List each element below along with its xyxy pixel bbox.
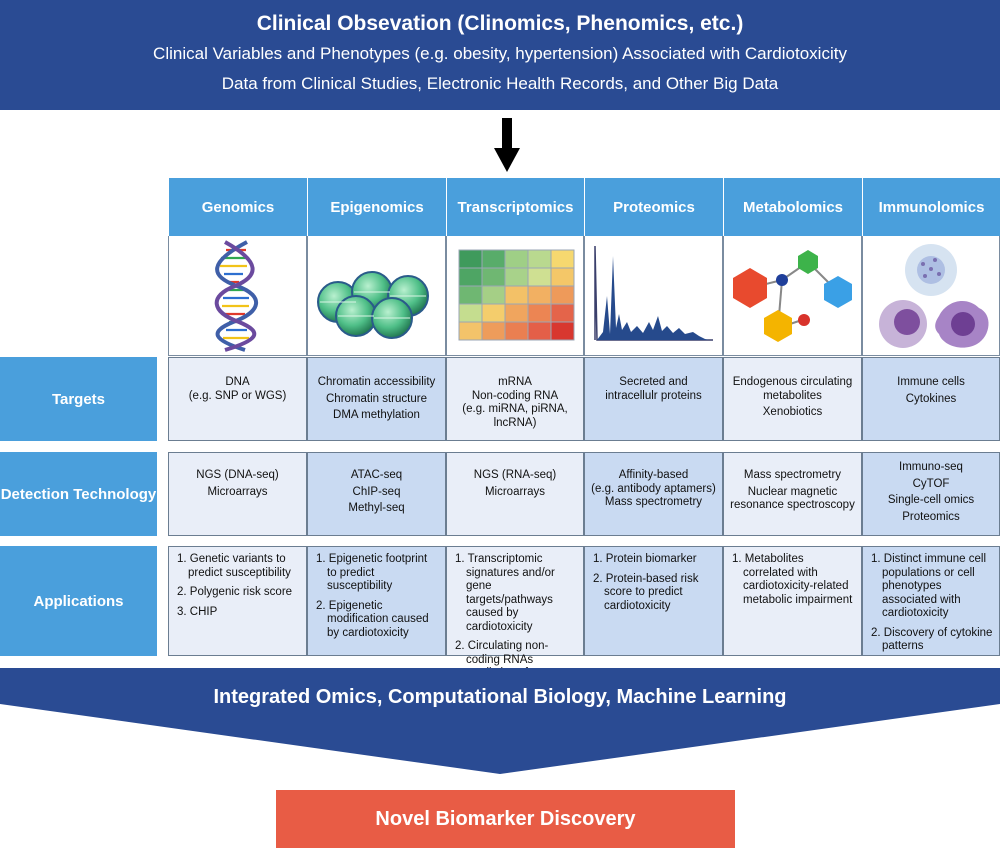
list-item: 2. Epigenetic modification caused by car… [316,599,429,639]
list-item: 1. Genetic variants to predict susceptib… [177,553,291,579]
down-arrow-icon [494,118,520,172]
cell-text: Methyl-seq [348,502,405,514]
applications-proteomics-cell: 1. Protein biomarker 2. Protein-based ri… [584,546,723,656]
cell-text: resonance spectroscopy [730,499,855,511]
applications-metabolomics-cell: 1. Metabolites correlated with cardiotox… [723,546,862,656]
heatmap-icon [458,249,575,341]
cell-text: (e.g. miRNA, piRNA, [462,403,568,415]
column-header-immunolomics: Immunolomics [862,178,1000,236]
clinical-observation-banner: Clinical Obsevation (Clinomics, Phenomic… [0,0,1000,110]
metabolite-network-illustration [723,236,862,356]
list-item: 1. Metabolites correlated with cardiotox… [732,553,853,606]
cell-text: Microarrays [484,485,546,498]
integration-chevron [0,668,1000,774]
column-header-genomics: Genomics [168,178,307,236]
immune-cells-illustration [862,236,1000,356]
cell-text: Microarrays [207,485,268,498]
row-label-targets: Targets [0,357,157,441]
row-label-applications: Applications [0,546,157,656]
list-item: 2. Protein-based risk score to predict c… [593,572,699,612]
cell-text: (e.g. antibody aptamers) [591,482,716,495]
cell-text: Single-cell omics [887,494,975,506]
list-item: 2. Polygenic risk score [177,586,293,598]
cell-text: Nuclear magnetic [747,485,838,498]
cell-text: Cytokines [905,392,957,405]
targets-genomics-cell: DNA (e.g. SNP or WGS) [168,357,307,441]
applications-genomics-cell: 1. Genetic variants to predict susceptib… [168,546,307,656]
cell-text: Non-coding RNA [471,389,559,402]
cell-text: Xenobiotics [762,406,823,418]
list-item: 1. Transcriptomic signatures and/or gene… [455,553,555,633]
cell-text: metabolites [763,389,822,402]
targets-immunolomics-cell: Immune cells Cytokines [862,357,1000,441]
molecule-network-icon [733,250,852,342]
cell-text: ATAC-seq [350,469,403,481]
chromatin-illustration [307,236,446,356]
applications-epigenomics-cell: 1. Epigenetic footprint to predict susce… [307,546,446,656]
cell-text: Chromatin structure [326,392,427,405]
detection-immunolomics-cell: Immuno-seq CyTOF Single-cell omics Prote… [862,452,1000,536]
cell-text: Proteomics [902,510,960,523]
cell-text: lncRNA) [493,416,537,429]
spectrum-icon [594,245,713,341]
targets-metabolomics-cell: Endogenous circulating metabolites Xenob… [723,357,862,441]
detection-metabolomics-cell: Mass spectrometry Nuclear magnetic reson… [723,452,862,536]
detection-genomics-cell: NGS (DNA-seq) Microarrays [168,452,307,536]
dna-helix-illustration [168,236,307,356]
list-item: 3. CHIP [177,605,218,618]
cell-text: Immune cells [897,376,965,388]
applications-transcriptomics-cell: 1. Transcriptomic signatures and/or gene… [446,546,584,693]
cell-text: Secreted and [619,376,688,388]
cell-text: (e.g. SNP or WGS) [188,389,287,402]
column-header-transcriptomics: Transcriptomics [446,178,584,236]
cell-text: ChIP-seq [352,485,401,498]
row-label-detection-technology: Detection Technology [0,452,157,536]
detection-transcriptomics-cell: NGS (RNA-seq) Microarrays [446,452,584,536]
cell-text: DNA [225,376,250,388]
cell-text: Affinity-based [618,469,689,481]
nucleosome-icon [317,271,429,339]
cell-text: CyTOF [912,477,950,490]
cell-text: Mass spectrometry [604,496,703,508]
list-item: 1. Protein biomarker [593,553,697,565]
list-item: 1. Epigenetic footprint to predict susce… [316,553,428,592]
cell-text: mRNA [498,376,532,388]
cell-text: NGS (DNA-seq) [196,469,279,481]
mass-spectrum-illustration [584,236,723,356]
result-label: Novel Biomarker Discovery [375,807,636,830]
list-item: 2. Discovery of cytokine patterns [871,626,993,653]
list-item: 1. Distinct immune cell populations or c… [871,553,987,619]
column-header-epigenomics: Epigenomics [307,178,446,236]
applications-immunolomics-cell: 1. Distinct immune cell populations or c… [862,546,1000,656]
cell-text: Chromatin accessibility [317,376,436,388]
detection-epigenomics-cell: ATAC-seq ChIP-seq Methyl-seq [307,452,446,536]
cell-text: intracellulr proteins [605,389,702,402]
banner-line-1: Clinical Variables and Phenotypes (e.g. … [153,44,847,63]
heatmap-illustration [446,236,584,356]
novel-biomarker-discovery-box: Novel Biomarker Discovery [276,790,735,848]
cell-text: NGS (RNA-seq) [473,469,557,481]
column-header-proteomics: Proteomics [584,178,723,236]
cell-text: Endogenous circulating [732,376,853,388]
targets-proteomics-cell: Secreted and intracellulr proteins [584,357,723,441]
banner-line-2: Data from Clinical Studies, Electronic H… [221,74,779,93]
cell-text: Immuno-seq [899,461,963,473]
immune-cell-icon [879,244,989,348]
banner-title: Clinical Obsevation (Clinomics, Phenomic… [256,12,744,35]
targets-transcriptomics-cell: mRNA Non-coding RNA (e.g. miRNA, piRNA, … [446,357,584,441]
cell-text: DMA methylation [333,409,420,421]
cell-text: Mass spectrometry [743,469,842,481]
targets-epigenomics-cell: Chromatin accessibility Chromatin struct… [307,357,446,441]
detection-proteomics-cell: Affinity-based (e.g. antibody aptamers) … [584,452,723,536]
column-header-metabolomics: Metabolomics [723,178,862,236]
dna-helix-icon [214,240,259,352]
integration-label: Integrated Omics, Computational Biology,… [213,686,787,708]
